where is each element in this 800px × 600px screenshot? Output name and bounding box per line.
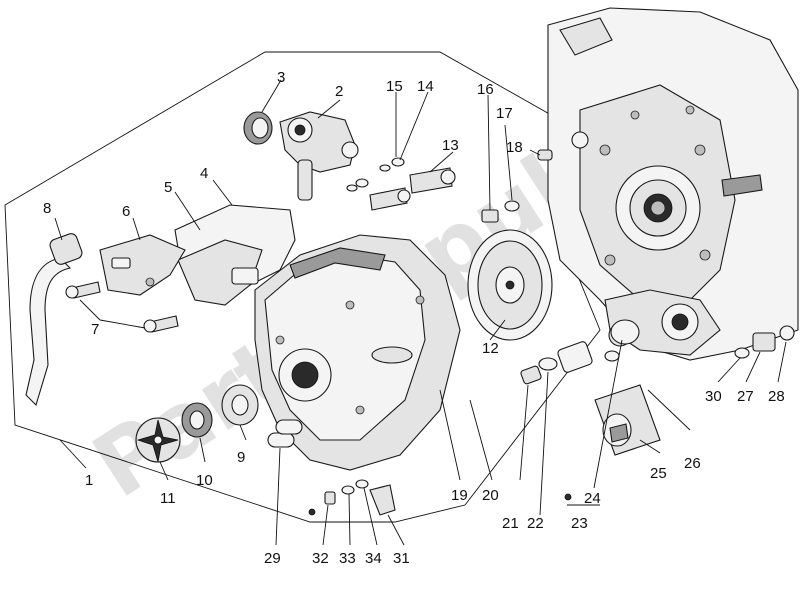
part-15-washer [346, 164, 391, 192]
part-11-impeller [135, 417, 181, 463]
callout-15: 15 [386, 78, 403, 95]
callout-11: 11 [160, 490, 176, 507]
bullet-marker [564, 493, 572, 501]
part-32-screw [324, 491, 336, 505]
part-27-fitting [752, 332, 776, 352]
callout-14: 14 [417, 78, 434, 95]
part-25-oil-filter [594, 384, 661, 456]
callout-12: 12 [482, 340, 499, 357]
part-30-washer [734, 347, 750, 359]
part-17-washer [504, 200, 520, 212]
part-13-screw [369, 167, 456, 211]
bullet-marker [308, 508, 316, 516]
callout-labels: 1 2 3 4 5 6 7 8 9 10 11 12 13 14 15 16 1… [43, 69, 785, 567]
part-24-filter [557, 341, 593, 373]
part-16-bolt [481, 209, 499, 223]
part-31-bracket [369, 484, 396, 516]
part-34-washer [355, 479, 369, 489]
part-12-fan [467, 229, 553, 341]
part-10-bearing [181, 402, 213, 438]
callout-13: 13 [442, 137, 459, 154]
part-28-washer [779, 325, 795, 341]
callout-30: 30 [705, 388, 722, 405]
callout-5: 5 [164, 179, 172, 196]
part-3-seal [243, 111, 273, 145]
part-6-guard [99, 234, 186, 296]
part-5-cover [177, 239, 263, 306]
callout-2: 2 [335, 83, 343, 100]
callout-9: 9 [237, 449, 245, 466]
engine-crankcase [547, 7, 799, 361]
part-8-hose [25, 233, 83, 407]
part-7-screws [65, 281, 179, 333]
part-21-plug [520, 365, 542, 385]
callout-24: 24 [584, 490, 601, 507]
callout-26: 26 [684, 455, 701, 472]
callout-28: 28 [768, 388, 785, 405]
callout-10: 10 [196, 472, 213, 489]
callout-8: 8 [43, 200, 51, 217]
part-29-seal [267, 419, 303, 448]
assembly-frame [4, 51, 601, 523]
callout-29: 29 [264, 550, 281, 567]
callout-1: 1 [85, 472, 93, 489]
callout-27: 27 [737, 388, 754, 405]
part-22-oring [538, 357, 558, 371]
callout-7: 7 [91, 321, 99, 338]
callout-34: 34 [365, 550, 382, 567]
callout-16: 16 [477, 81, 494, 98]
part-14-washer [355, 157, 405, 188]
part-18-dowel [537, 149, 553, 161]
callout-21: 21 [502, 515, 519, 532]
callout-17: 17 [496, 105, 513, 122]
callout-19: 19 [451, 487, 468, 504]
callout-25: 25 [650, 465, 667, 482]
part-9-shaft [221, 384, 259, 426]
leader-lines [54, 79, 787, 546]
callout-4: 4 [200, 165, 208, 182]
part-33-washer [341, 485, 355, 495]
callout-3: 3 [277, 69, 285, 86]
part-2-water-pump [279, 111, 359, 201]
part-1-cover [254, 234, 461, 471]
part-26-seal [604, 319, 640, 362]
callout-23: 23 [571, 515, 588, 532]
callout-6: 6 [122, 203, 130, 220]
callout-33: 33 [339, 550, 356, 567]
callout-18: 18 [506, 139, 523, 156]
callout-22: 22 [527, 515, 544, 532]
callout-20: 20 [482, 487, 499, 504]
callout-32: 32 [312, 550, 329, 567]
callout-31: 31 [393, 550, 410, 567]
